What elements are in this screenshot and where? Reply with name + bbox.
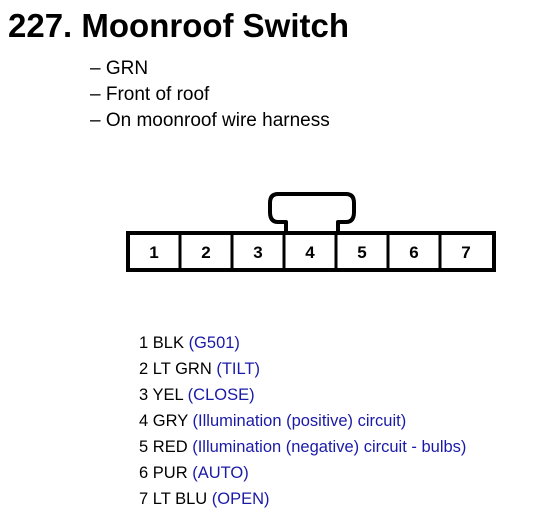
connector-lock-tab	[268, 192, 356, 233]
pinout-row: 5 RED (Illumination (negative) circuit -…	[139, 434, 466, 460]
connector-diagram: 1 2 3 4 5 6 7	[126, 190, 496, 274]
wire-color: RED	[152, 438, 188, 456]
wire-color: PUR	[152, 464, 188, 482]
pin-id: 5	[139, 438, 149, 456]
pinout-row: 3 YEL (CLOSE)	[139, 382, 466, 408]
connector-body	[126, 231, 496, 272]
pin-function: (Illumination (positive) circuit)	[192, 412, 407, 430]
pinout-row: 7 LT BLU (OPEN)	[139, 486, 466, 512]
pin-number-5: 5	[357, 243, 366, 262]
pin-number-4: 4	[305, 243, 315, 262]
pin-number-3: 3	[253, 243, 262, 262]
pin-number-7: 7	[461, 243, 470, 262]
note-location: – Front of roof	[90, 84, 210, 105]
connector-notes: – GRN – Front of roof – On moonroof wire…	[90, 56, 330, 134]
pin-id: 2	[139, 360, 149, 378]
pinout-row: 2 LT GRN (TILT)	[139, 356, 466, 382]
page-title: 227. Moonroof Switch	[8, 7, 350, 44]
pinout-row: 1 BLK (G501)	[139, 330, 466, 356]
note-color: – GRN	[90, 58, 149, 79]
wire-color: LT GRN	[152, 360, 212, 378]
pin-number-2: 2	[201, 243, 210, 262]
wire-color: YEL	[152, 386, 184, 404]
pin-function: (AUTO)	[192, 464, 249, 482]
pin-number-6: 6	[409, 243, 418, 262]
pin-id: 3	[139, 386, 149, 404]
pin-id: 4	[139, 412, 149, 430]
pinout-row: 6 PUR (AUTO)	[139, 460, 466, 486]
pinout-row: 4 GRY (Illumination (positive) circuit)	[139, 408, 466, 434]
pin-id: 7	[139, 490, 149, 508]
pinout-list: 1 BLK (G501) 2 LT GRN (TILT) 3 YEL (CLOS…	[139, 330, 466, 512]
pin-function: (TILT)	[216, 360, 261, 378]
pin-number-1: 1	[149, 243, 158, 262]
pin-function: (OPEN)	[211, 490, 270, 508]
pin-function: (CLOSE)	[187, 386, 255, 404]
note-harness: – On moonroof wire harness	[90, 110, 330, 131]
wire-color: LT BLU	[152, 490, 208, 508]
pin-function: (Illumination (negative) circuit - bulbs…	[192, 438, 467, 456]
wire-color: BLK	[152, 334, 184, 352]
pin-id: 1	[139, 334, 149, 352]
wire-color: GRY	[152, 412, 188, 430]
pin-id: 6	[139, 464, 149, 482]
pin-function: (G501)	[188, 334, 240, 352]
